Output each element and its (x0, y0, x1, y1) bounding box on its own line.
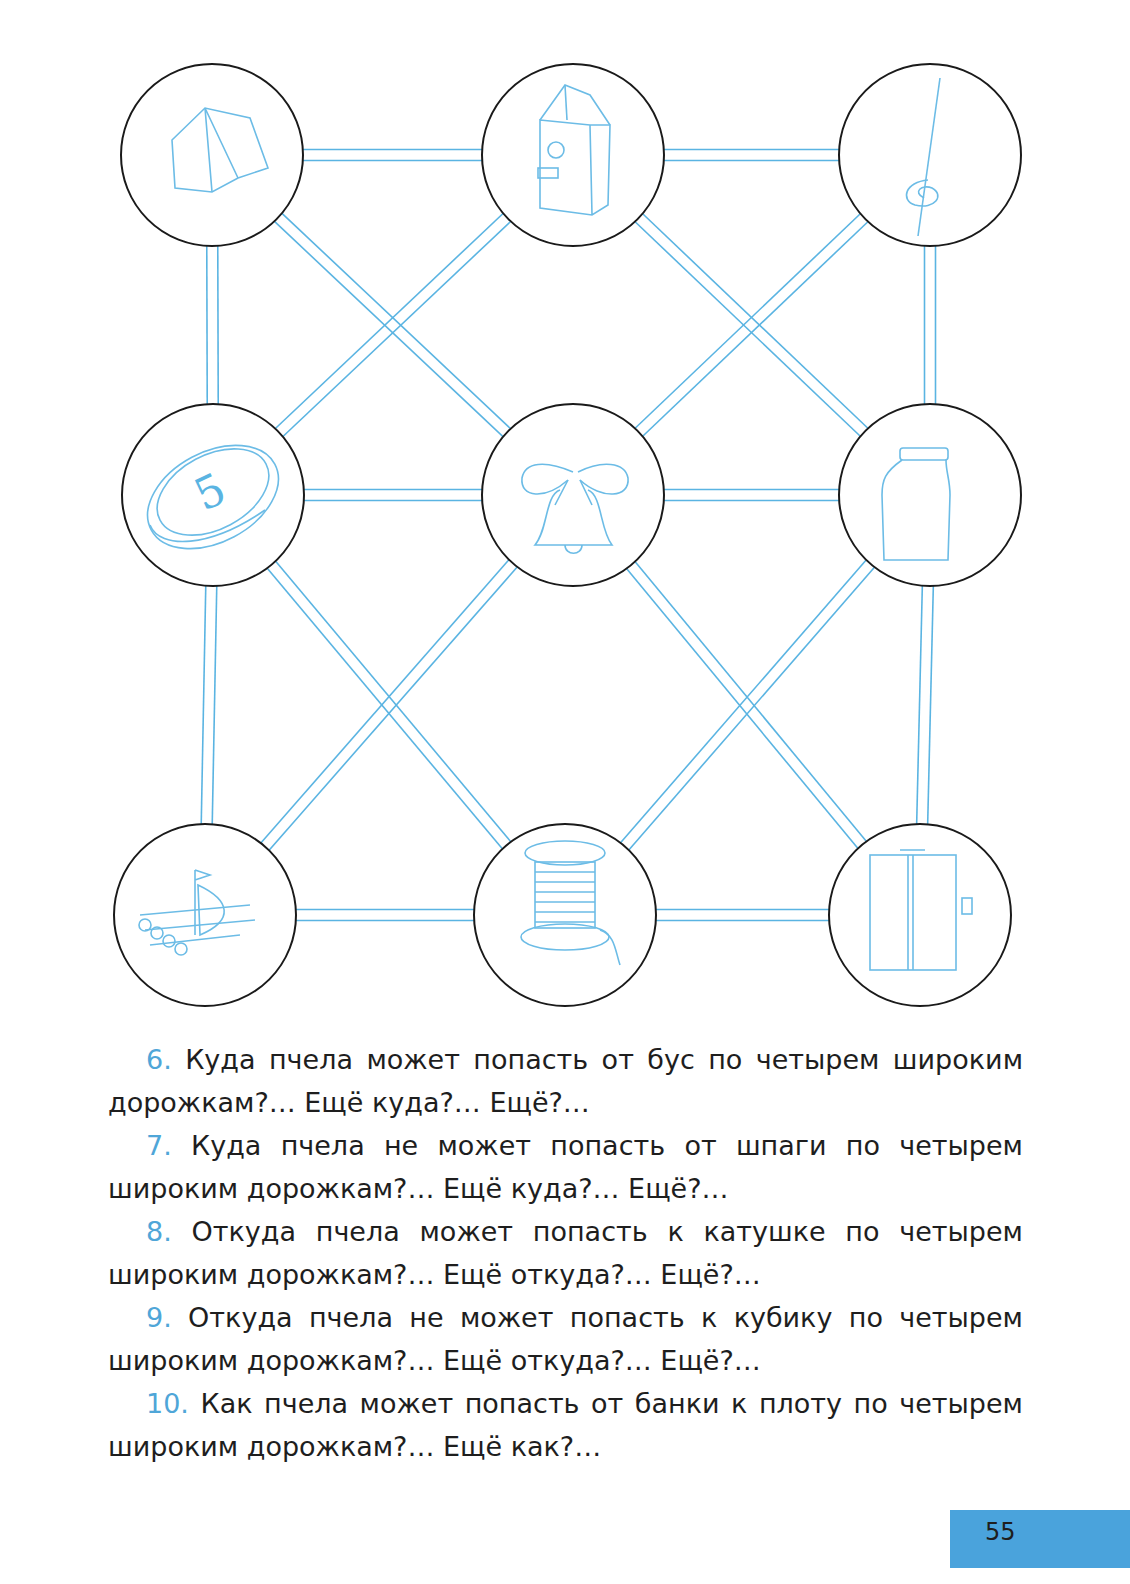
wide-path (207, 246, 218, 404)
wide-path (627, 562, 867, 849)
raft-picture (139, 870, 255, 955)
question: 6. Куда пчела может попасть от бус по че… (108, 1038, 1023, 1124)
wide-path (917, 586, 934, 824)
picture-circle (838, 63, 1022, 247)
page-number: 55 (985, 1518, 1016, 1546)
wide-path (664, 490, 839, 501)
wide-path (656, 910, 829, 921)
question-number: 7. (146, 1130, 172, 1161)
question-number: 8. (146, 1216, 172, 1247)
question-list: 6. Куда пчела может попасть от бус по че… (108, 1038, 1023, 1468)
picture-circle (828, 823, 1012, 1007)
picture-circle (481, 63, 665, 247)
picture-circle (838, 403, 1022, 587)
picture-circle (481, 403, 665, 587)
wide-path (635, 214, 868, 436)
coin-digit: 5 (187, 462, 234, 520)
wide-path (925, 246, 936, 404)
question-number: 10. (146, 1388, 189, 1419)
question-text: Откуда пчела не может попасть к кубику п… (108, 1302, 1023, 1376)
picture-circle (473, 823, 657, 1007)
question-text: Куда пчела может попасть от бус по четыр… (108, 1044, 1023, 1118)
question-text: Куда пчела не может попасть от шпаги по … (108, 1130, 1023, 1204)
question: 9. Откуда пчела не может попасть к кубик… (108, 1296, 1023, 1382)
wide-path (664, 150, 839, 161)
coin-picture (130, 424, 296, 569)
question-text: Откуда пчела может попасть к катушке по … (108, 1216, 1023, 1290)
wide-path (275, 213, 510, 436)
spool-picture (521, 841, 620, 965)
wide-path (274, 213, 510, 436)
question-number: 9. (146, 1302, 172, 1333)
tent-picture (172, 108, 268, 192)
question: 10. Как пчела может попасть от банки к п… (108, 1382, 1023, 1468)
picture-circle (120, 63, 304, 247)
question-text: Как пчела может попасть от банки к плоту… (108, 1388, 1023, 1462)
lift-picture (870, 850, 972, 970)
question: 7. Куда пчела не может попасть от шпаги … (108, 1124, 1023, 1210)
question: 8. Откуда пчела может попасть к катушке … (108, 1210, 1023, 1296)
bell-picture (522, 464, 628, 553)
wide-path (201, 586, 217, 824)
wide-path (635, 214, 868, 436)
birdhouse-picture (538, 85, 610, 215)
wide-path (296, 910, 474, 921)
jar-picture (882, 448, 950, 560)
picture-circle (113, 823, 297, 1007)
wide-path (303, 150, 482, 161)
sword-picture (906, 78, 940, 236)
question-number: 6. (146, 1044, 172, 1075)
wide-path (261, 560, 517, 850)
wide-path (267, 561, 511, 849)
wide-path (304, 490, 482, 501)
wide-path (621, 560, 875, 850)
page-number-band (950, 1510, 1130, 1568)
